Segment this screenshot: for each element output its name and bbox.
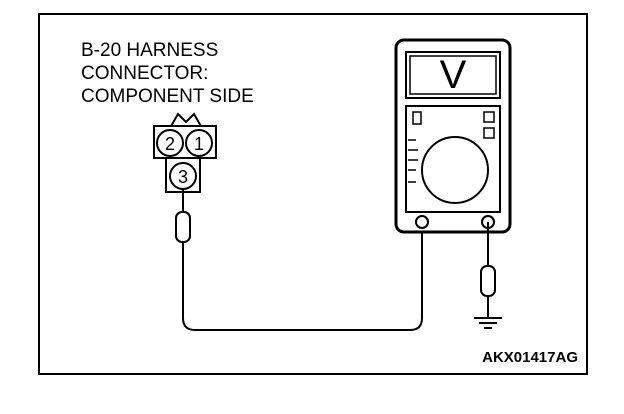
test-lead-wire — [182, 222, 423, 331]
connector-label-line2: CONNECTOR: — [81, 63, 208, 84]
pin-2-label: 2 — [165, 134, 175, 154]
ground-lead — [480, 222, 496, 318]
meter-mode-symbol: V — [440, 53, 467, 97]
test-probe-icon — [175, 190, 191, 252]
meter-switch-left — [412, 111, 422, 125]
pin-1-label: 1 — [194, 134, 204, 154]
figure-code: AKX01417AG — [482, 349, 578, 366]
connector-key-tab — [169, 112, 203, 129]
pin-1-circle — [185, 129, 213, 157]
meter-terminal-com — [415, 215, 429, 229]
pin-3-label: 3 — [178, 167, 188, 187]
ground-icon — [474, 317, 502, 329]
meter-switch-right-top — [483, 111, 495, 123]
connector-label-line1: B-20 HARNESS — [81, 40, 218, 61]
meter-switch-right-bottom — [483, 127, 495, 139]
pin-2-circle — [156, 129, 184, 157]
voltmeter-icon: V — [394, 38, 512, 234]
connector-label-line3: COMPONENT SIDE — [81, 86, 254, 107]
meter-rotary-selector — [421, 136, 489, 204]
pin-3-circle — [169, 162, 197, 190]
